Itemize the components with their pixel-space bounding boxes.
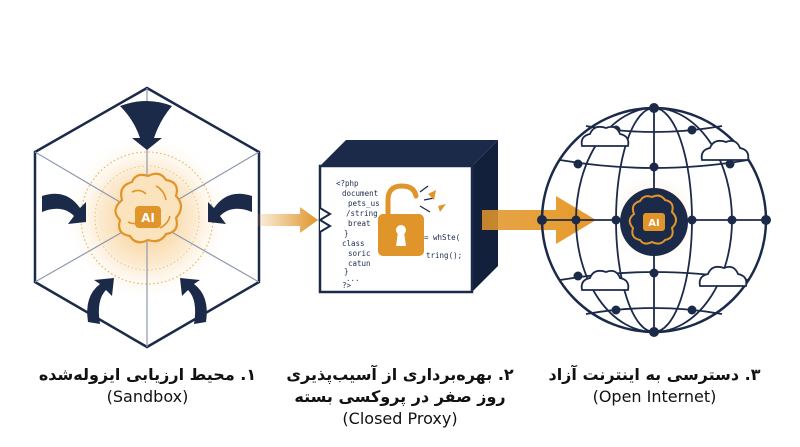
proxy-code: <?php document pets_us /string breat } c… (336, 179, 462, 290)
inward-arrows (42, 101, 252, 324)
sandbox-ai-badge: AI (141, 211, 155, 225)
cloud-icon (580, 269, 630, 291)
arrow-top-icon (120, 101, 172, 150)
network-node (761, 215, 771, 225)
stage-1-subtitle: (Sandbox) (106, 387, 189, 406)
code-line: document (342, 189, 378, 198)
code-line: ?> (342, 281, 352, 290)
code-line: soric (348, 249, 371, 258)
stage-3-title: ۳. دسترسی به اینترنت آزاد (548, 365, 761, 384)
stage-2-caption: ۲. بهره‌برداری از آسیب‌پذیری روز صفر در … (275, 364, 525, 430)
internet-brain-icon (628, 194, 677, 245)
code-line: <?php (336, 179, 359, 188)
arrow-bottom-right-icon (180, 278, 207, 324)
network-node (571, 215, 581, 225)
stage-3-caption: ۳. دسترسی به اینترنت آزاد (Open Internet… (532, 364, 777, 408)
internet-ai-badge: AI (648, 218, 659, 229)
stage-2-subtitle: (Closed Proxy) (342, 409, 458, 428)
globe-clouds (580, 125, 750, 291)
code-line: class (342, 239, 365, 248)
network-node (687, 125, 697, 135)
network-node (649, 162, 659, 172)
sandbox-cube: AI (33, 86, 261, 349)
stage-1-title: ۱. محیط ارزیابی ایزوله‌شده (38, 365, 257, 384)
arrow-upper-left-icon (42, 193, 86, 224)
network-node (649, 103, 659, 113)
stage-1-caption: ۱. محیط ارزیابی ایزوله‌شده (Sandbox) (20, 364, 275, 408)
network-node (573, 271, 583, 281)
stage-3-subtitle: (Open Internet) (592, 387, 717, 406)
code-line: pets_us (348, 199, 380, 208)
network-node (727, 215, 737, 225)
internet-ai-node: AI (620, 188, 688, 256)
code-line: breat (348, 219, 371, 228)
cloud-icon (580, 125, 630, 147)
network-node (573, 159, 583, 169)
open-internet-globe: AI (537, 103, 771, 337)
proxy-box-top (320, 140, 498, 166)
closed-proxy-box: <?php document pets_us /string breat } c… (318, 140, 498, 294)
arrow-upper-right-icon (208, 193, 252, 224)
cloud-icon (700, 139, 750, 161)
code-line: catun (348, 259, 371, 268)
code-line: /string (346, 209, 378, 218)
code-line: } (344, 267, 349, 276)
code-line: } (344, 229, 349, 238)
network-node (611, 305, 621, 315)
code-ring-inner (94, 165, 200, 271)
code-line: ... (346, 274, 360, 283)
arrow-to-proxy (258, 207, 318, 233)
broken-padlock-icon (378, 183, 446, 256)
stage-2-title-line1: ۲. بهره‌برداری از آسیب‌پذیری (286, 365, 514, 384)
code-line-right: = whSte( (424, 233, 460, 242)
network-node (649, 327, 659, 337)
proxy-breach-notch (318, 207, 332, 233)
stage-2-title-line2: روز صفر در پروکسی بسته (294, 387, 506, 406)
network-node (537, 215, 547, 225)
cloud-icon (698, 265, 748, 287)
code-line-right: tring(); (426, 251, 462, 260)
network-node (725, 159, 735, 169)
network-node (687, 215, 697, 225)
network-node (687, 305, 697, 315)
sandbox-brain-icon: AI (114, 172, 183, 244)
network-node (649, 268, 659, 278)
arrow-bottom-left-icon (87, 278, 114, 324)
network-node (611, 215, 621, 225)
